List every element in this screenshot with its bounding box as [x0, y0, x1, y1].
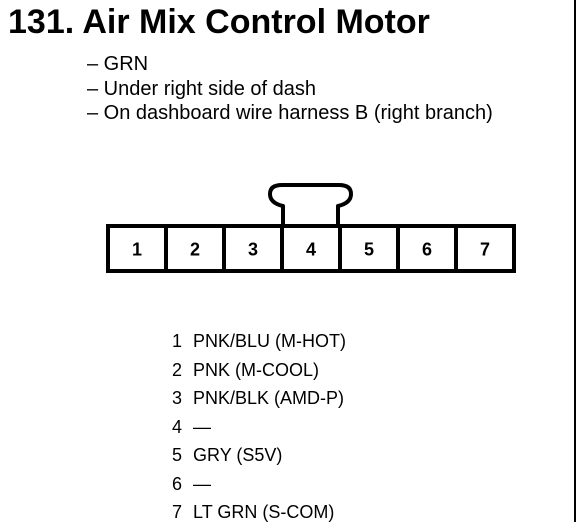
connector-body: [106, 224, 516, 273]
pin-number: 7: [172, 502, 183, 522]
page-border: [574, 0, 576, 522]
pinout-row-4: 4 —: [172, 413, 346, 442]
pinout-row-2: 2 PNK (M-COOL): [172, 356, 346, 385]
connector-diagram: 1 2 3 4 5 6 7: [106, 183, 516, 273]
pin-number: 3: [172, 388, 183, 408]
pin-wire: GRY (S5V): [193, 445, 283, 465]
pin-4-label: 4: [306, 240, 316, 260]
pinout-list: 1 PNK/BLU (M-HOT) 2 PNK (M-COOL) 3 PNK/B…: [172, 327, 346, 527]
pin-wire: LT GRN (S-COM): [193, 502, 335, 522]
pin-7-label: 7: [480, 240, 490, 260]
pin-number: 6: [172, 473, 183, 494]
pin-6-label: 6: [422, 240, 432, 260]
pin-wire: PNK/BLU (M-HOT): [193, 331, 347, 351]
detail-harness: – On dashboard wire harness B (right bra…: [87, 102, 493, 124]
pin-wire: PNK/BLK (AMD-P): [193, 388, 345, 408]
connector-details: – GRN – Under right side of dash – On da…: [87, 52, 493, 126]
pinout-row-3: 3 PNK/BLK (AMD-P): [172, 384, 346, 413]
pinout-row-5: 5 GRY (S5V): [172, 441, 346, 470]
connector-pins: 1 2 3 4 5 6 7: [132, 226, 490, 271]
pin-number: 2: [172, 359, 183, 380]
pinout-row-6: 6 —: [172, 470, 346, 499]
pin-2-label: 2: [190, 240, 200, 260]
pin-1-label: 1: [132, 240, 142, 260]
detail-color: – GRN: [87, 53, 149, 75]
pin-number: 4: [172, 416, 183, 437]
detail-location: – Under right side of dash: [87, 77, 317, 100]
pin-5-label: 5: [364, 240, 374, 260]
page-title: 131. Air Mix Control Motor: [8, 3, 430, 41]
pinout-row-1: 1 PNK/BLU (M-HOT): [172, 327, 346, 356]
pin-number: 1: [172, 331, 183, 351]
connector-lock-tab: [268, 183, 353, 230]
pinout-row-7: 7 LT GRN (S-COM): [172, 498, 346, 527]
pin-wire: PNK (M-COOL): [193, 359, 320, 380]
pin-wire: —: [193, 416, 212, 437]
pin-wire: —: [193, 473, 212, 494]
pin-3-label: 3: [248, 240, 258, 260]
pin-number: 5: [172, 445, 183, 465]
